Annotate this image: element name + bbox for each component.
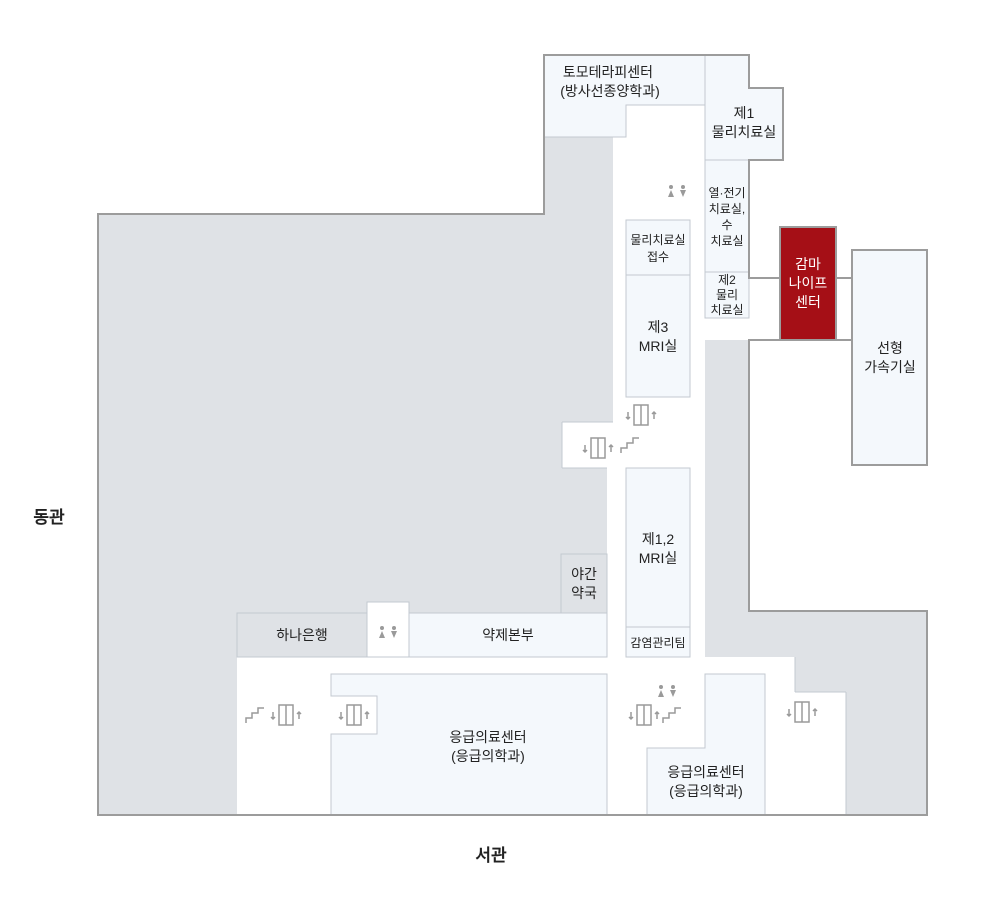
room-label: 나이프: [789, 275, 828, 291]
room-pt-reception[interactable]: 물리치료실 접수: [625, 219, 691, 276]
east-wing-label: 동관: [33, 508, 65, 527]
room-label: 제1,2: [642, 531, 675, 547]
room-label: (응급의학과): [451, 748, 525, 764]
room-tomotherapy[interactable]: 토모테라피센터 (방사선종양학과): [543, 54, 706, 138]
room-emergency-1[interactable]: 응급의료센터 (응급의학과): [330, 673, 608, 816]
room-label: 접수: [647, 250, 669, 264]
room-label: 야간: [571, 566, 597, 582]
room-night-pharmacy[interactable]: 야간 약국: [560, 553, 608, 614]
building-outline: [97, 54, 928, 816]
room-label: 응급의료센터: [449, 729, 526, 745]
room-label: 물리: [716, 288, 738, 302]
room-label: 치료실: [710, 303, 743, 317]
room-label: MRI실: [639, 550, 678, 566]
room-linac[interactable]: 선형 가속기실: [851, 249, 928, 466]
room-label: 하나은행: [276, 627, 328, 643]
room-label: MRI실: [639, 338, 678, 354]
room-label: 치료실: [710, 234, 743, 248]
room-label: (방사선종양학과): [560, 83, 659, 99]
room-label: (응급의학과): [669, 783, 743, 799]
room-label: 물리치료실: [630, 233, 685, 247]
room-label: 감마: [795, 256, 821, 272]
room-label: 치료실,: [709, 202, 745, 216]
room-infection-control[interactable]: 감염관리팀: [625, 626, 691, 658]
west-wing-label: 서관: [475, 846, 507, 865]
room-pt1[interactable]: 제1 물리치료실: [704, 54, 784, 161]
room-label: 물리치료실: [712, 124, 776, 140]
east-wing-area: [98, 137, 613, 815]
room-label: 제3: [648, 319, 669, 335]
room-mri12[interactable]: 제1,2 MRI실: [625, 467, 691, 628]
service-area: [705, 340, 927, 815]
room-label: 열·전기: [708, 186, 745, 200]
room-label: 선형: [877, 340, 903, 356]
room-label: 응급의료센터: [667, 764, 744, 780]
room-label: 약제본부: [482, 627, 534, 643]
room-label: 감염관리팀: [630, 636, 685, 650]
room-emergency-2[interactable]: 응급의료센터 (응급의학과): [646, 673, 766, 816]
room-mri3[interactable]: 제3 MRI실: [625, 274, 691, 398]
room-label: 수: [721, 218, 732, 232]
room-bank[interactable]: 하나은행: [236, 612, 368, 658]
room-pharmacy-hq[interactable]: 약제본부: [408, 612, 608, 658]
room-label: 센터: [795, 294, 821, 310]
room-pt2[interactable]: 제2 물리 치료실: [704, 271, 750, 319]
room-label: 가속기실: [864, 359, 916, 375]
room-label: 제1: [734, 105, 755, 121]
room-label: 토모테라피센터: [563, 64, 653, 80]
room-label: 약국: [571, 585, 597, 601]
room-thermal-therapy[interactable]: 열·전기 치료실, 수 치료실: [704, 159, 750, 273]
room-label: 제2: [718, 273, 736, 287]
restroom-area: [366, 601, 410, 658]
room-gamma-knife[interactable]: 감마 나이프 센터: [779, 226, 837, 341]
